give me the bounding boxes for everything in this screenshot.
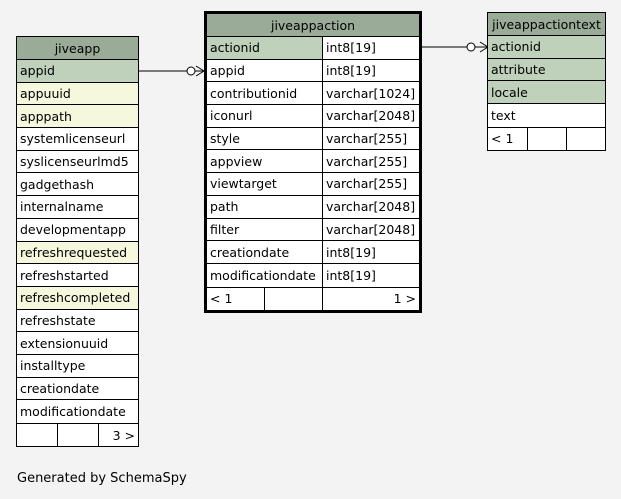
- column-row-actionid[interactable]: actionid: [488, 36, 605, 59]
- column-type: varchar[2048]: [326, 199, 416, 215]
- table-header[interactable]: jiveappaction: [207, 14, 419, 37]
- table-footer: 3 >: [17, 423, 138, 446]
- column-row-refreshcompleted[interactable]: refreshcompleted: [17, 286, 138, 310]
- footer-children[interactable]: 1 >: [393, 291, 416, 307]
- column-name: internalname: [20, 199, 104, 215]
- column-name: refreshrequested: [17, 241, 138, 264]
- table-header[interactable]: jiveapp: [17, 37, 138, 60]
- footer-empty: [58, 424, 99, 446]
- table-footer: < 1 1 >: [207, 286, 419, 310]
- column-type: varchar[255]: [326, 131, 408, 147]
- column-row-refreshrequested[interactable]: refreshrequested: [17, 241, 138, 265]
- footer-empty: [528, 127, 567, 150]
- column-row-apppath[interactable]: apppath: [17, 105, 138, 129]
- column-type: varchar[255]: [326, 176, 408, 192]
- column-name: text: [491, 107, 516, 123]
- column-row-modificationdate[interactable]: modificationdate: [17, 400, 138, 423]
- column-row-locale[interactable]: locale: [488, 81, 605, 105]
- column-row-gadgethash[interactable]: gadgethash: [17, 173, 138, 197]
- column-row-refreshstate[interactable]: refreshstate: [17, 310, 138, 333]
- column-row-systemlicenseurl[interactable]: systemlicenseurl: [17, 128, 138, 151]
- column-name: locale: [488, 81, 605, 104]
- column-name: developmentapp: [20, 222, 126, 238]
- column-name: refreshstarted: [20, 267, 109, 283]
- column-row-appuuid[interactable]: appuuid: [17, 82, 138, 106]
- column-name: extensionuuid: [20, 335, 109, 351]
- column-name: gadgethash: [20, 176, 95, 192]
- footer-parents[interactable]: < 1: [207, 287, 265, 310]
- column-name: refreshstate: [20, 312, 96, 328]
- column-row-developmentapp[interactable]: developmentapp: [17, 219, 138, 242]
- column-row-refreshstarted[interactable]: refreshstarted: [17, 264, 138, 287]
- column-name: viewtarget: [207, 173, 323, 195]
- column-name: creationdate: [20, 380, 100, 396]
- column-name: apppath: [17, 105, 138, 128]
- column-row-extensionuuid[interactable]: extensionuuid: [17, 332, 138, 355]
- column-type: int8[19]: [326, 40, 376, 56]
- column-name: appid: [17, 60, 138, 82]
- column-type: int8[19]: [326, 244, 376, 260]
- column-name: creationdate: [207, 241, 323, 263]
- column-type: varchar[2048]: [326, 108, 416, 124]
- column-name: appuuid: [17, 82, 138, 105]
- column-name: actionid: [207, 37, 323, 59]
- table-footer: < 1: [488, 126, 605, 150]
- column-name: iconurl: [207, 105, 323, 127]
- column-name: actionid: [488, 36, 605, 58]
- column-name: contributionid: [207, 82, 323, 105]
- column-name: refreshcompleted: [17, 286, 138, 309]
- footer-children: [567, 128, 605, 150]
- column-name: filter: [207, 218, 323, 241]
- column-name: attribute: [488, 58, 605, 81]
- footer-children[interactable]: 3 >: [112, 427, 135, 443]
- relationship-jiveapp-to-jiveappaction: [139, 65, 205, 77]
- column-row-text[interactable]: text: [488, 104, 605, 127]
- generated-by-label: Generated by SchemaSpy: [17, 471, 187, 486]
- footer-empty: [265, 287, 323, 310]
- column-type: varchar[255]: [326, 153, 408, 169]
- column-name: installtype: [20, 358, 86, 374]
- column-name: appview: [207, 150, 323, 173]
- relationship-jiveappaction-to-jiveappactiontext: [421, 41, 489, 53]
- column-row-syslicenseurlmd5[interactable]: syslicenseurlmd5: [17, 151, 138, 174]
- column-name: path: [207, 195, 323, 218]
- column-name: modificationdate: [207, 263, 323, 287]
- column-name: modificationdate: [20, 404, 126, 420]
- column-name: syslicenseurlmd5: [20, 154, 129, 170]
- column-name: style: [207, 127, 323, 150]
- footer-parents[interactable]: < 1: [488, 127, 528, 150]
- column-type: varchar[2048]: [326, 221, 416, 237]
- column-row-attribute[interactable]: attribute: [488, 58, 605, 82]
- column-name: systemlicenseurl: [20, 131, 126, 147]
- table-header[interactable]: jiveappactiontext: [488, 13, 605, 36]
- column-type: int8[19]: [326, 267, 376, 283]
- column-type: int8[19]: [326, 63, 376, 79]
- column-row-installtype[interactable]: installtype: [17, 355, 138, 378]
- column-row-creationdate[interactable]: creationdate: [17, 378, 138, 401]
- column-row-internalname[interactable]: internalname: [17, 196, 138, 219]
- column-type: varchar[1024]: [326, 85, 416, 101]
- column-row-appid[interactable]: appid: [17, 60, 138, 83]
- footer-parents: [17, 424, 58, 446]
- column-name: appid: [207, 59, 323, 82]
